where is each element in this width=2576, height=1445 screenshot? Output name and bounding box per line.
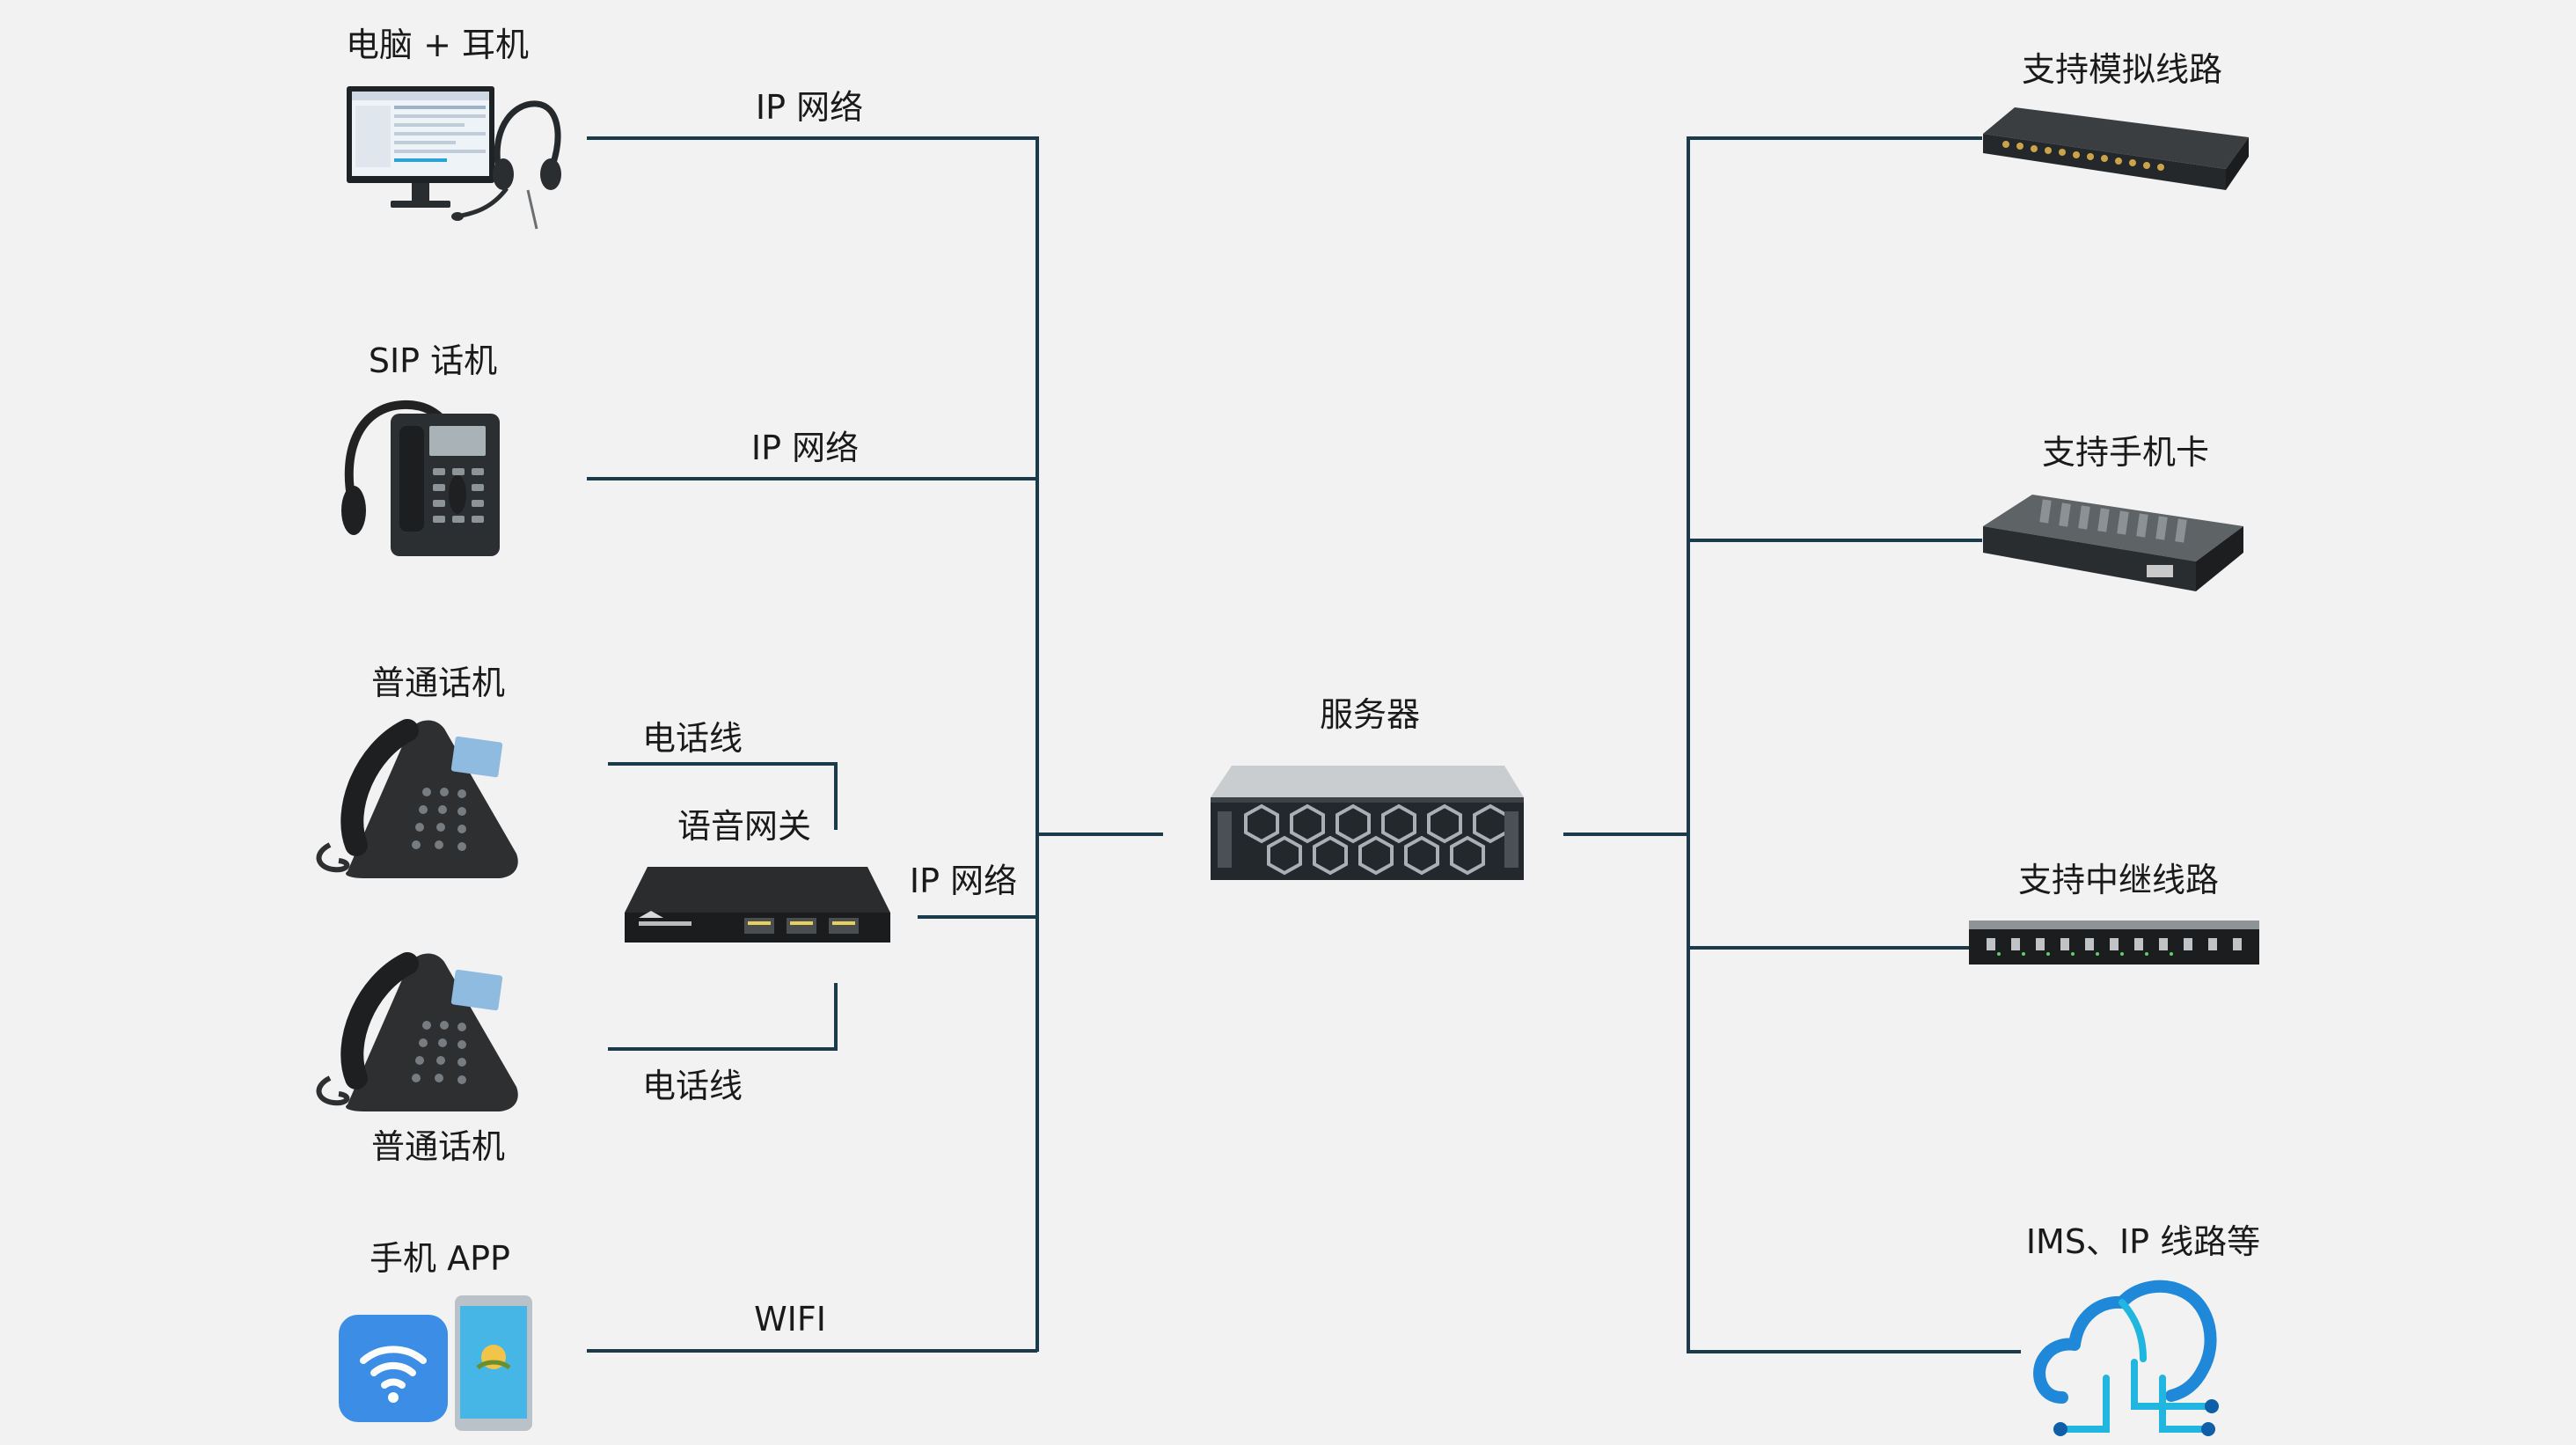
analog-phone-top-icon (316, 719, 518, 878)
pc-headset-icon (347, 86, 561, 230)
sip-link-label: IP 网络 (750, 429, 860, 467)
analog-phone-bottom-label: 普通话机 (370, 1127, 506, 1166)
pc-link-label: IP 网络 (755, 88, 864, 127)
sip-phone-icon (341, 400, 500, 556)
phone-wire-top-label: 电话线 (641, 719, 743, 758)
gateway-label: 语音网关 (677, 807, 812, 846)
gateway-link-label: IP 网络 (909, 862, 1018, 900)
phone-wire-bottom-label: 电话线 (641, 1067, 743, 1105)
cloud-icon (2033, 1280, 2219, 1436)
analog-line-gateway-icon (1983, 107, 2249, 190)
analog-phone-top-label: 普通话机 (370, 664, 506, 702)
voice-gateway-icon (625, 867, 890, 943)
pc-headset-label: 电脑 + 耳机 (346, 26, 529, 64)
wifi-link-label: WIFI (754, 1300, 826, 1339)
sim-gateway-icon (1983, 495, 2243, 591)
analog-phone-bottom-icon (316, 952, 518, 1111)
trunk-gateway-icon (1969, 921, 2259, 965)
sim-card-label: 支持手机卡 (2041, 433, 2210, 472)
server-icon (1211, 766, 1524, 880)
phone-wire-bottom (608, 983, 838, 1051)
trunk-line-label: 支持中继线路 (2017, 861, 2220, 899)
sip-phone-label: SIP 话机 (368, 341, 498, 380)
analog-line-label: 支持模拟线路 (2021, 50, 2223, 89)
wifi-tile-icon (339, 1295, 532, 1431)
mobile-app-label: 手机 APP (370, 1239, 510, 1278)
server-label: 服务器 (1319, 695, 1421, 734)
phone-wire-top (608, 762, 838, 830)
ims-ip-label: IMS、IP 线路等 (2025, 1222, 2261, 1261)
